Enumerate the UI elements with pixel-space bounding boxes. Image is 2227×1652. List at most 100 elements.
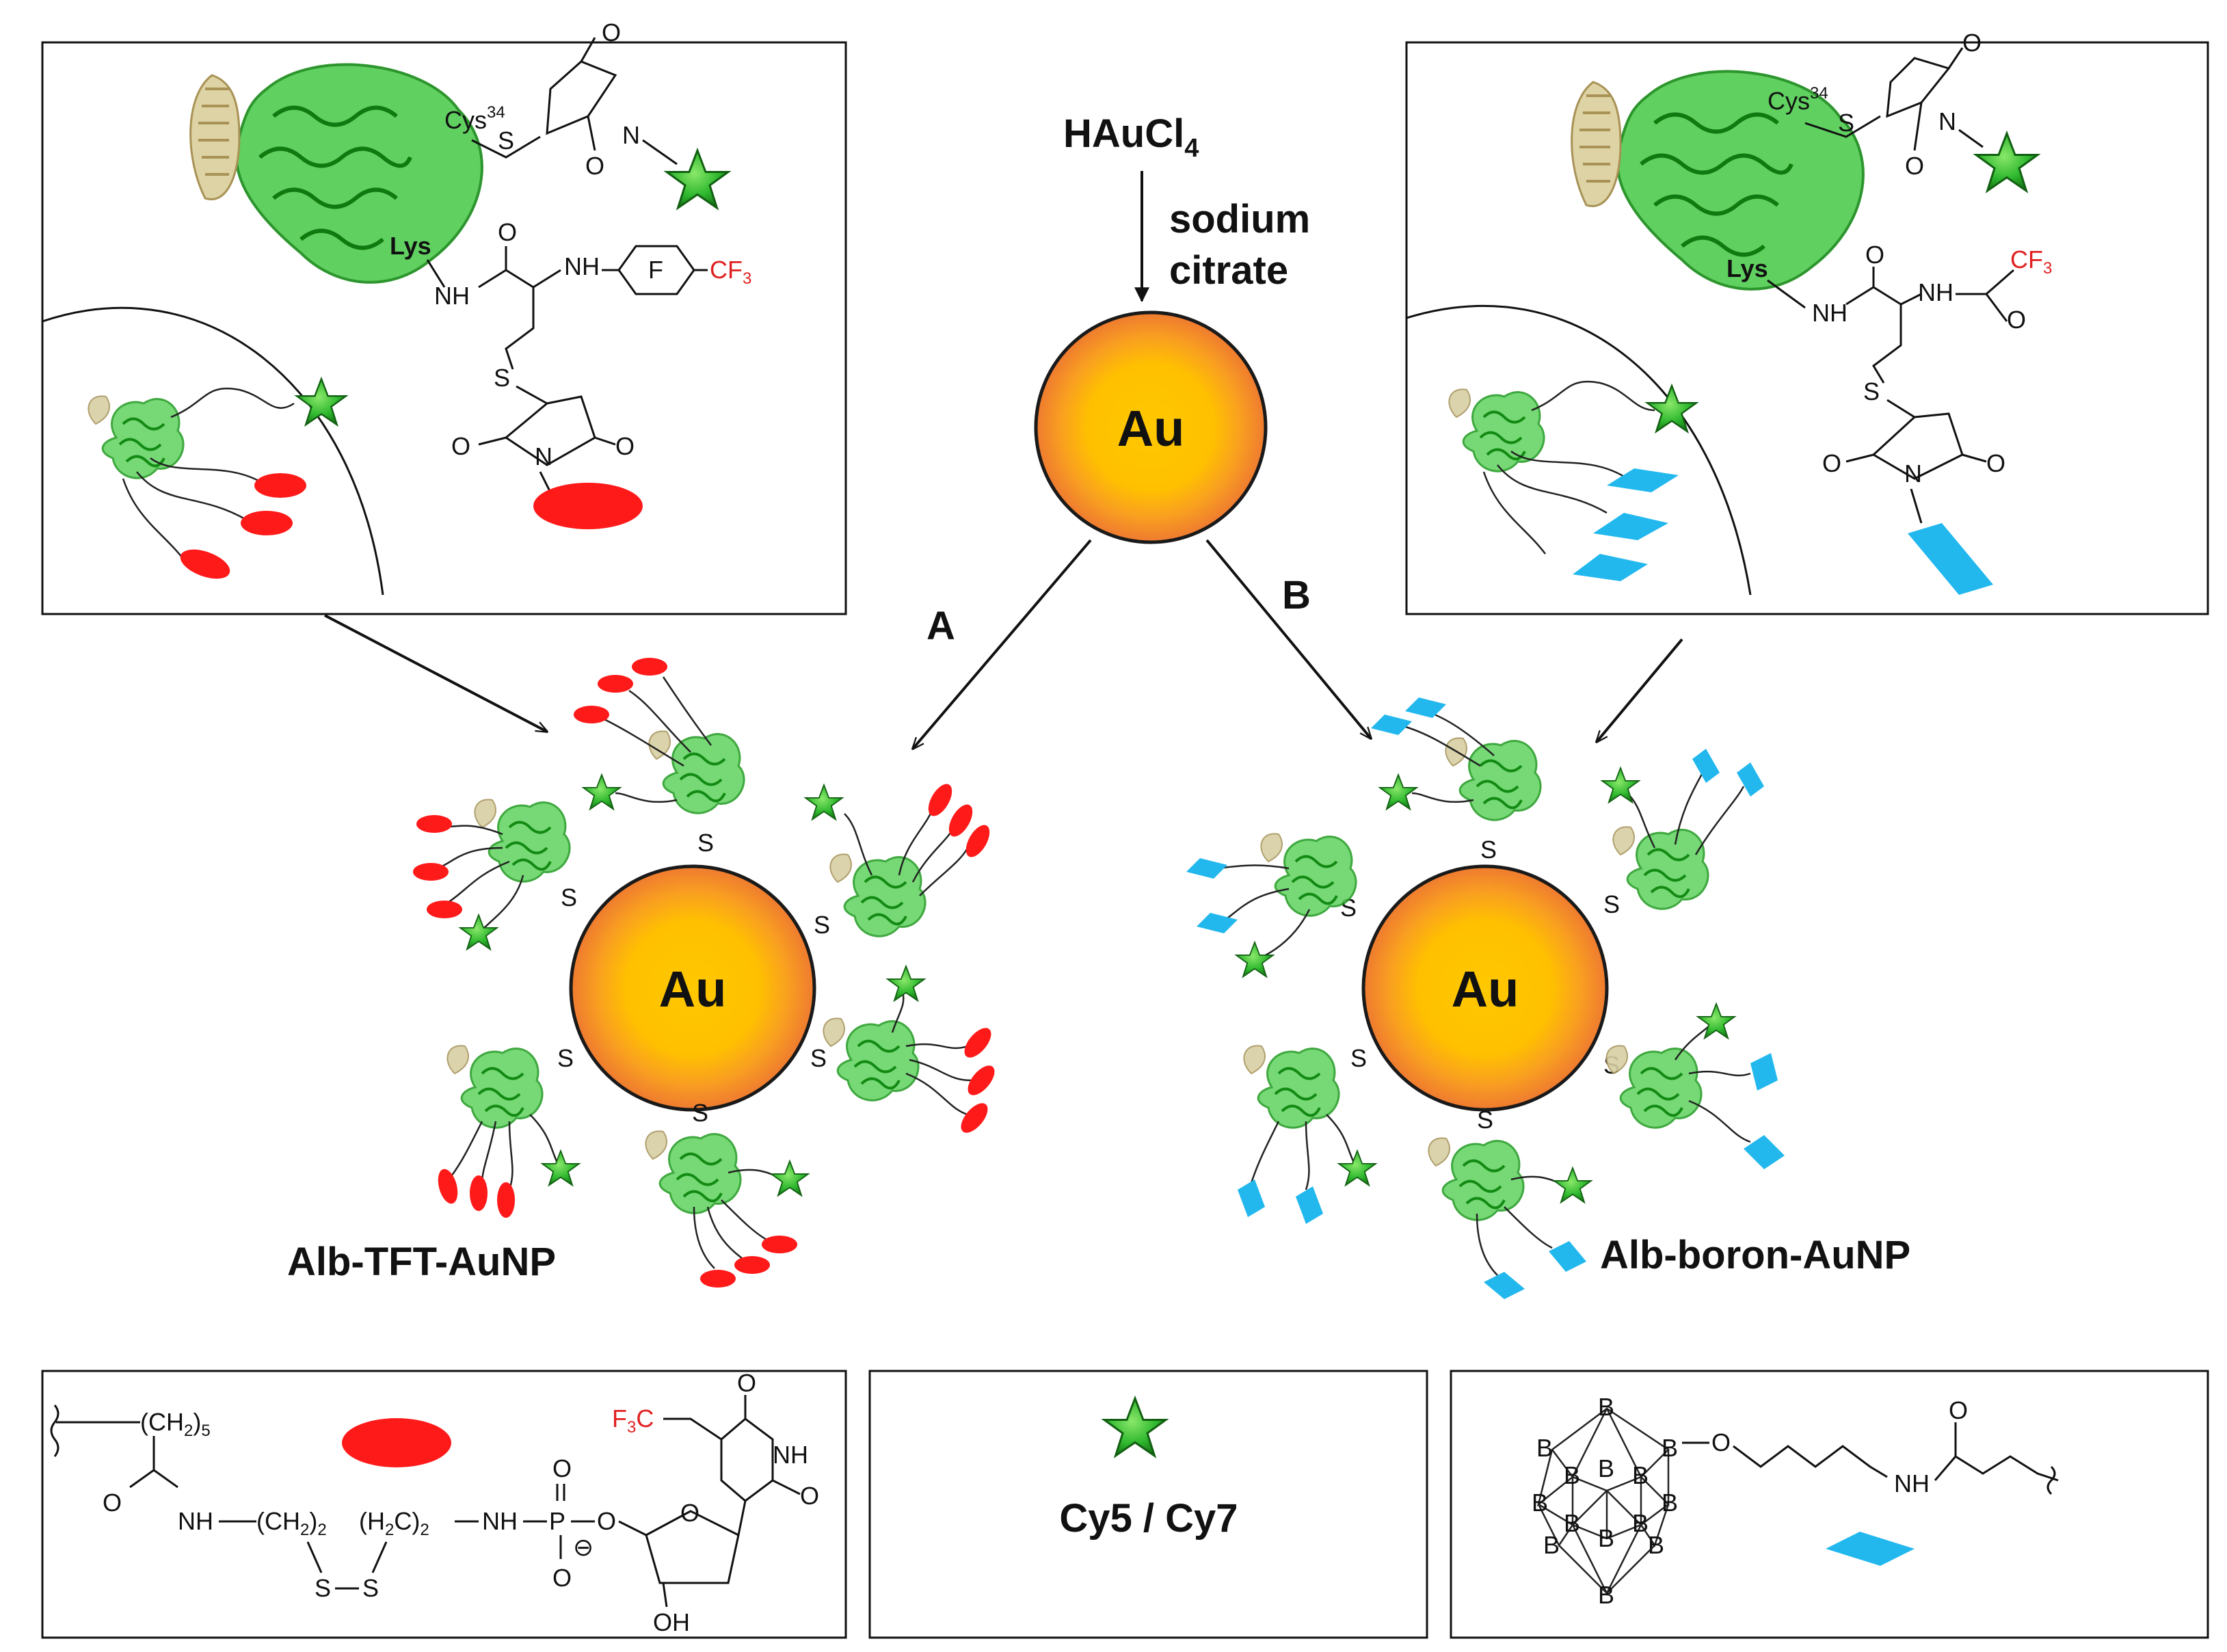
au-label-center: Au (1117, 400, 1185, 457)
svg-text:B: B (1564, 1461, 1580, 1489)
oxygen-atom-2: O (585, 152, 604, 180)
legend-tft-frame (41, 1370, 847, 1639)
oxygen-right-r: O (1986, 449, 2005, 477)
ligand-boron-upper-left (1186, 832, 1358, 978)
route-a-arrow (913, 539, 1092, 749)
deoxyribose-ring (645, 1510, 740, 1584)
ligand-boron-lower-right (1605, 1003, 1785, 1169)
ligand-tft-lower-left (438, 1044, 580, 1218)
inset-right-arrow (1597, 638, 1683, 742)
legend-tft-marker (342, 1418, 451, 1467)
amide-nh-right: NH (1812, 299, 1848, 327)
linker-s-lower-right: S (810, 1044, 827, 1072)
carborane-cage: B B B B B B B B B B B B B B (1532, 1393, 1678, 1609)
svg-text:B: B (1543, 1531, 1560, 1559)
amide-nh-tft: NH (178, 1507, 213, 1535)
succinimide-ring-top (546, 60, 617, 135)
legend-dye-frame (868, 1370, 1428, 1639)
cys-label-right: Cys (1768, 87, 1810, 115)
svg-text:B: B (1564, 1509, 1580, 1537)
au-label-tft: Au (659, 961, 727, 1017)
route-b-arrow (1205, 539, 1371, 738)
cell-protein-right (1448, 380, 1698, 581)
linker-s-lower-left: S (557, 1044, 574, 1072)
svg-text:B: B (1648, 1531, 1664, 1559)
svg-text:Cys34: Cys34 (1768, 84, 1828, 115)
linker-s-upper-right: S (814, 911, 830, 939)
product-boron-aunp: Au S S S S S S (1186, 697, 1910, 1299)
linker-s-top: S (697, 829, 714, 857)
negative-charge: ⊖ (573, 1533, 594, 1561)
h2c-2-text: (H2C)2 (359, 1507, 429, 1539)
svg-text:B: B (1532, 1489, 1548, 1517)
succinimide-ring-bottom (504, 395, 596, 466)
svg-text:B: B (1536, 1434, 1553, 1462)
oxygen-right: O (615, 432, 635, 460)
inset-right-boron: Cys34 S O O N Lys NH O NH CF3 O S O O N (1405, 29, 2209, 615)
hydroxyl-oh: OH (653, 1608, 690, 1636)
ring-o: O (680, 1499, 699, 1527)
boron-ether-o: O (1711, 1428, 1731, 1456)
product-tft-aunp: Au S S S S S S (287, 658, 995, 1288)
carbonyl-oxygen-right: O (1865, 241, 1884, 269)
svg-text:B: B (1598, 1524, 1614, 1552)
acetyl-oxygen: O (2007, 306, 2026, 334)
phosphate-o-minus: O (552, 1564, 572, 1592)
oxygen-atom-r2: O (1905, 152, 1924, 180)
cell-protein-left (87, 377, 347, 579)
ch2-5-text: (CH2)5 (140, 1408, 211, 1440)
legend-tft-structure: (CH2)5 O NH (CH2)2 S S (H2C)2 NH P O O ⊖… (41, 1369, 847, 1639)
cys-label: Cys (444, 106, 487, 134)
ligand-tft-lower-right (822, 965, 995, 1133)
amide-o: O (103, 1489, 122, 1517)
succinimide-ring-right (1886, 57, 1951, 118)
gold-nanoparticle-center (1034, 310, 1268, 544)
gold-nanoparticle-boron (1361, 864, 1609, 1112)
tft-marker-oval (533, 483, 643, 529)
albumin-protein-right (1571, 70, 1865, 291)
ligand-boron-top (1371, 697, 1543, 822)
disulfide-s2: S (362, 1574, 379, 1602)
precursor-label: HAuCl4 (1063, 111, 1199, 163)
amine-nh-right: NH (1918, 278, 1953, 306)
ligand-tft-bottom (644, 1130, 809, 1288)
disulfide-s1: S (315, 1574, 331, 1602)
phosphoryl-o: O (552, 1454, 572, 1482)
sulfur-atom-right: S (1838, 109, 1854, 137)
ligand-tft-top (574, 658, 746, 815)
legend-boron-frame (1450, 1370, 2209, 1639)
amide-nh: NH (434, 282, 470, 310)
ch2-2-text: (CH2)2 (256, 1507, 327, 1539)
boron-amide-nh: NH (1894, 1469, 1930, 1497)
imide-n-right: N (1904, 459, 1922, 488)
svg-text:B: B (1632, 1461, 1649, 1489)
product-label-boron: Alb-boron-AuNP (1600, 1233, 1910, 1277)
cys-superscript: 34 (487, 103, 505, 122)
oxygen-left: O (451, 432, 470, 460)
product-label-tft: Alb-TFT-AuNP (287, 1240, 556, 1284)
linker-s-upper-left: S (561, 883, 577, 911)
thioether-s-right: S (1863, 377, 1880, 405)
linker-s-bottom: S (692, 1099, 708, 1127)
ligand-boron-bottom (1427, 1136, 1592, 1299)
svg-text:Cys34: Cys34 (444, 103, 505, 134)
svg-text:B: B (1598, 1393, 1614, 1421)
ligand-tft-upper-right (805, 784, 990, 938)
amine-nh: NH (564, 252, 600, 280)
cf3-group: CF3 (710, 256, 751, 288)
cell-membrane-arc (42, 306, 384, 596)
svg-text:B: B (1662, 1489, 1678, 1517)
linker-s-b-bottom: S (1477, 1106, 1493, 1134)
legend-dye: Cy5 / Cy7 (868, 1370, 1428, 1639)
legend-boron-marker (1826, 1532, 1915, 1566)
succinimide-ring-right-bottom (1871, 412, 1964, 480)
ester-o: O (597, 1507, 616, 1535)
uracil-nh: NH (773, 1441, 808, 1469)
gold-nanoparticle-tft (569, 864, 816, 1112)
cf3-group-right: CF3 (2010, 245, 2052, 278)
phosphorus-atom: P (549, 1507, 565, 1535)
reagent-line2: citrate (1169, 248, 1288, 293)
linker-s-b-top: S (1480, 836, 1497, 864)
albumin-protein-left (189, 63, 483, 284)
ligand-tft-upper-left (413, 798, 572, 950)
